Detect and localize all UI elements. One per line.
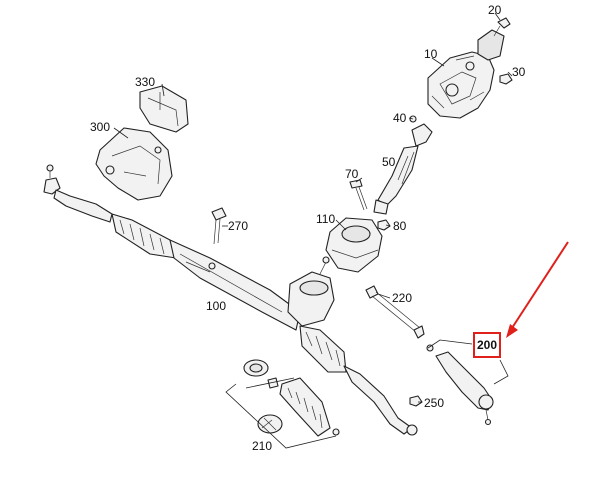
heat-shield-330-part [139, 85, 189, 133]
nut-30-part [499, 73, 513, 85]
steering-column-part [427, 29, 505, 119]
bolt-270-part [211, 207, 227, 245]
rack-housing-100-part [111, 213, 347, 373]
leader-lines [113, 12, 513, 449]
label-270: 270 [228, 219, 249, 233]
label-250: 250 [424, 396, 445, 410]
label-100: 100 [206, 299, 227, 313]
label-30: 30 [512, 65, 526, 79]
label-300: 300 [90, 120, 111, 134]
label-220: 220 [392, 291, 413, 305]
tie-rod-220-part [365, 285, 434, 352]
label-10: 10 [424, 47, 438, 61]
label-40: 40 [393, 111, 407, 125]
boot-kit-210-part [243, 359, 340, 437]
label-70: 70 [345, 167, 359, 181]
bracket-300-part [95, 127, 173, 201]
nut-80-part [377, 219, 391, 231]
left-tie-rod-end-part [43, 164, 113, 223]
bolt-70-part [349, 179, 368, 211]
label-210: 210 [252, 439, 273, 453]
label-330: 330 [135, 75, 156, 89]
intermediate-shaft-part [373, 115, 433, 215]
nut-250-part [409, 395, 423, 407]
label-80: 80 [393, 219, 407, 233]
label-200: 200 [477, 338, 498, 352]
bolt-20-part [493, 17, 511, 37]
label-110: 110 [316, 212, 336, 226]
right-tie-rod-part [343, 365, 418, 436]
label-50: 50 [382, 155, 396, 169]
label-20: 20 [488, 3, 502, 17]
highlight-box [473, 332, 501, 358]
tie-rod-end-200-part [435, 351, 494, 426]
boot-110-part [325, 217, 383, 273]
highlight-arrow [506, 241, 569, 338]
